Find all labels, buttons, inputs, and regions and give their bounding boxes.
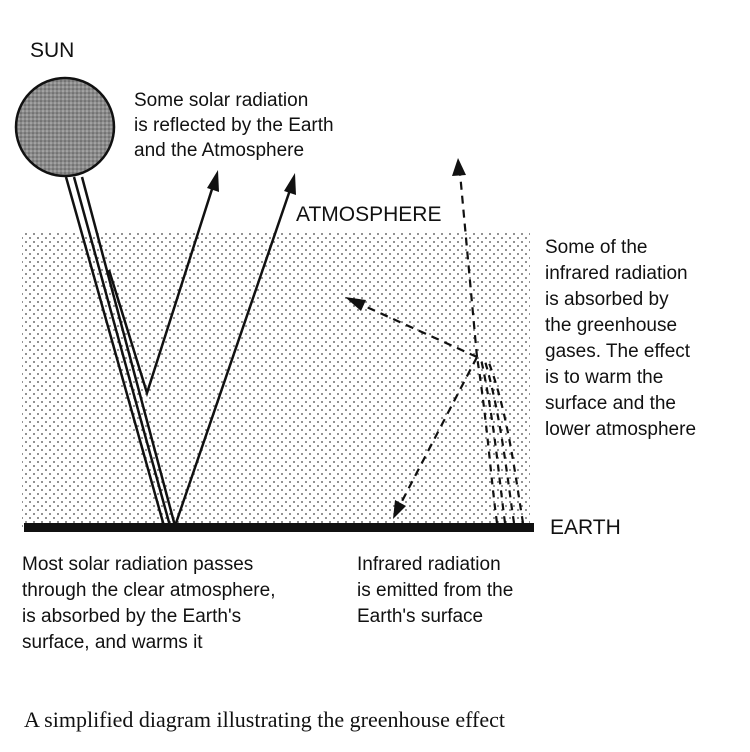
infrared-absorbed-note-line-7: surface and the <box>545 393 676 414</box>
infrared-absorbed-note-line-8: lower atmosphere <box>545 419 697 440</box>
passes-through-note-line-1: Most solar radiation passes <box>22 554 254 575</box>
reflected-by-earth-arrow <box>173 173 296 527</box>
infrared-absorbed-note-line-5: gases. The effect <box>545 341 691 362</box>
reflected-note-line-1: Some solar radiation <box>134 90 309 111</box>
passes-through-note-line-3: is absorbed by the Earth's <box>22 606 242 627</box>
atmosphere-label: ATMOSPHERE <box>296 203 442 226</box>
sun-label: SUN <box>30 39 75 62</box>
passes-through-note-line-4: surface, and warms it <box>22 632 203 653</box>
infrared-escape-arrow <box>452 158 479 358</box>
emitted-note-line-2: is emitted from the <box>357 580 514 601</box>
sun-disc <box>14 76 116 178</box>
infrared-absorbed-note-line-1: Some of the <box>545 237 648 258</box>
reflected-note: Some solar radiation is reflected by the… <box>134 88 334 163</box>
infrared-absorbed-arrow <box>345 297 478 359</box>
infrared-back-to-earth-arrow <box>393 356 478 519</box>
infrared-absorbed-note-line-4: the greenhouse <box>545 315 678 336</box>
figure-caption: A simplified diagram illustrating the gr… <box>24 707 506 732</box>
reflected-note-line-3: and the Atmosphere <box>134 140 305 161</box>
passes-through-note-line-2: through the clear atmosphere, <box>22 580 276 601</box>
reflected-note-line-2: is reflected by the Earth <box>134 115 334 136</box>
reflected-by-atmosphere-arrow <box>107 170 219 398</box>
earth-label: EARTH <box>550 516 621 539</box>
infrared-absorbed-note-line-2: infrared radiation <box>545 263 688 284</box>
infrared-absorbed-note: Some of the infrared radiation is absorb… <box>545 235 696 443</box>
passes-through-note: Most solar radiation passes through the … <box>22 552 276 656</box>
emitted-note: Infrared radiation is emitted from the E… <box>357 552 513 630</box>
incoming-solar-rays <box>64 176 177 527</box>
infrared-absorbed-note-line-6: is to warm the <box>545 367 664 388</box>
emitted-note-line-3: Earth's surface <box>357 606 484 627</box>
infrared-absorbed-note-line-3: is absorbed by <box>545 289 669 310</box>
emitted-note-line-1: Infrared radiation <box>357 554 501 575</box>
atmosphere-layer <box>22 231 530 529</box>
infrared-emission-rays <box>475 356 525 524</box>
earth-surface <box>24 523 534 532</box>
